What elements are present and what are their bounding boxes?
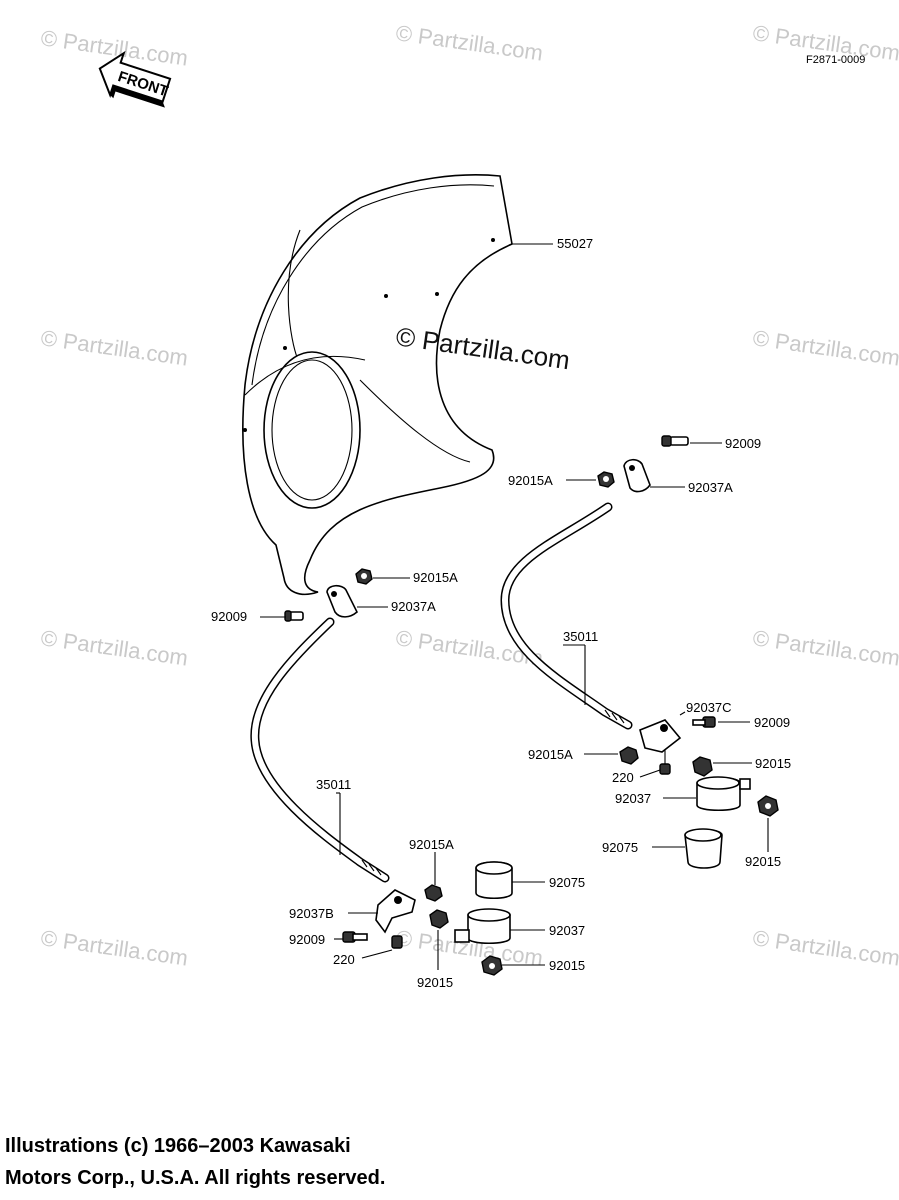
- windshield-fairing: [242, 174, 513, 596]
- nut-icon: [692, 756, 713, 777]
- callout-55027: 55027: [557, 236, 593, 251]
- callout-35011: 35011: [563, 629, 598, 644]
- watermark: © Partzilla.com: [394, 20, 544, 65]
- screw-icon: [659, 750, 671, 775]
- callout-220: 220: [612, 770, 634, 785]
- callout-92009: 92009: [725, 436, 761, 451]
- nut-icon: [424, 884, 443, 902]
- bracket-icon: [623, 458, 651, 493]
- callout-220: 220: [333, 952, 355, 967]
- bracket-icon: [639, 719, 682, 753]
- copyright-line-2: Motors Corp., U.S.A. All rights reserved…: [5, 1167, 386, 1189]
- callout-92009: 92009: [211, 609, 247, 624]
- nut-icon: [597, 471, 615, 488]
- bolt-icon: [661, 435, 689, 447]
- callout-92037A: 92037A: [688, 480, 733, 495]
- nut-icon: [355, 568, 373, 585]
- callout-92015A: 92015A: [528, 747, 573, 762]
- callout-92015: 92015: [755, 756, 791, 771]
- front-arrow-icon: FRONT: [98, 50, 172, 108]
- watermark: © Partzilla.com: [39, 325, 189, 370]
- upper-left-bracket-parts: [284, 568, 373, 622]
- clamp-icon: [696, 776, 751, 812]
- left-stay-rod: [250, 617, 390, 883]
- callout-labels: 55027 92009 92015A 92037A 92015A 92037A …: [211, 236, 791, 990]
- right-stay-rod: [500, 502, 633, 730]
- callout-92015A: 92015A: [409, 837, 454, 852]
- bracket-icon: [375, 889, 416, 934]
- callout-35011: 35011: [316, 777, 351, 792]
- nut-icon: [481, 955, 503, 976]
- watermark: © Partzilla.com: [751, 625, 899, 670]
- copyright-line-1: Illustrations (c) 1966–2003 Kawasaki: [5, 1135, 351, 1157]
- callout-92075: 92075: [549, 875, 585, 890]
- callout-92009: 92009: [754, 715, 790, 730]
- right-clamp-assembly: [619, 716, 779, 869]
- callout-92015: 92015: [745, 854, 781, 869]
- callout-92075: 92075: [602, 840, 638, 855]
- screw-icon: [391, 935, 403, 949]
- callout-92037A: 92037A: [391, 599, 436, 614]
- bolt-icon: [692, 716, 716, 728]
- nut-icon: [757, 795, 779, 817]
- watermark: © Partzilla.com: [751, 925, 899, 970]
- clamp-icon: [454, 908, 511, 945]
- bolt-icon: [284, 610, 304, 622]
- upper-right-bracket-parts: [597, 435, 689, 493]
- callout-92015A: 92015A: [508, 473, 553, 488]
- copyright-notice: Illustrations (c) 1966–2003 Kawasaki Mot…: [5, 1130, 605, 1194]
- callout-92015: 92015: [417, 975, 453, 990]
- nut-icon: [619, 746, 639, 765]
- nut-icon: [429, 909, 449, 929]
- watermark: © Partzilla.com: [39, 925, 189, 970]
- figure-code: F2871-0009: [806, 54, 865, 66]
- callout-92037C: 92037C: [686, 700, 732, 715]
- left-clamp-assembly: [342, 861, 513, 976]
- callout-92009: 92009: [289, 932, 325, 947]
- watermark: © Partzilla.com: [751, 325, 899, 370]
- bolt-icon: [342, 931, 368, 943]
- callout-92015: 92015: [549, 958, 585, 973]
- rubber-sleeve-icon: [684, 828, 723, 869]
- callout-92037B: 92037B: [289, 906, 334, 921]
- watermark: © Partzilla.com: [39, 625, 189, 670]
- callout-92015A: 92015A: [413, 570, 458, 585]
- watermarks: © Partzilla.com © Partzilla.com © Partzi…: [39, 20, 899, 970]
- rubber-sleeve-icon: [475, 861, 513, 900]
- leader-lines: [260, 243, 769, 970]
- callout-92037: 92037: [549, 923, 585, 938]
- bracket-icon: [326, 584, 358, 618]
- callout-92037: 92037: [615, 791, 651, 806]
